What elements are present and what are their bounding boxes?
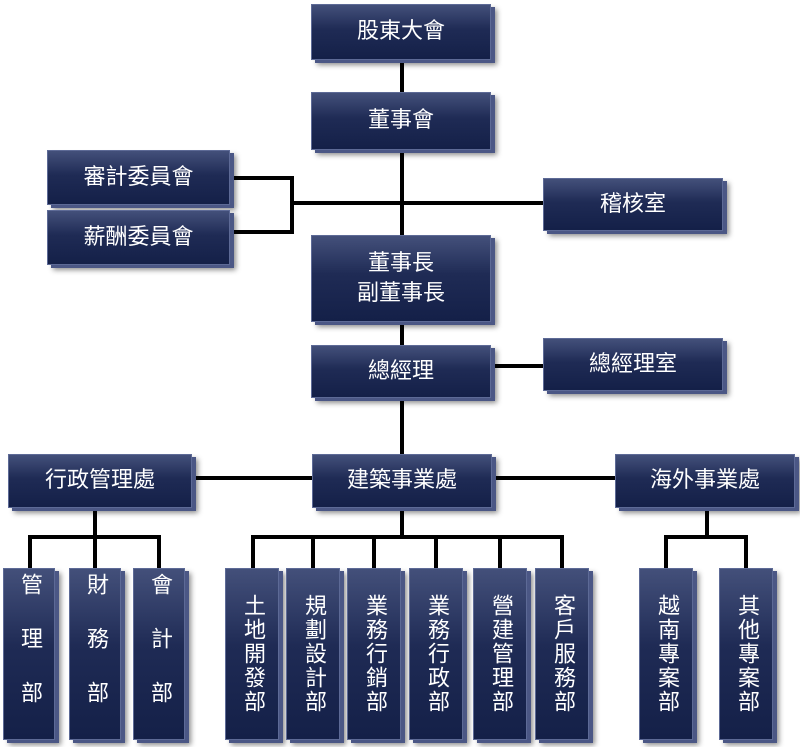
gm-office-label: 總經理室 xyxy=(588,351,677,377)
construction-department-label: 客戶服務部 xyxy=(550,594,575,714)
overseas-department-label: 越南專案部 xyxy=(654,594,679,714)
admin-division-label: 行政管理處 xyxy=(44,468,155,493)
overseas-division-box: 海外事業處 xyxy=(615,454,795,508)
compensation-committee-box: 薪酬委員會 xyxy=(47,210,230,265)
shareholders-meeting-box: 股東大會 xyxy=(311,4,491,60)
admin-department-box: 財務部 xyxy=(69,568,121,740)
overseas-department-box: 其他專案部 xyxy=(719,568,773,740)
admin-department-label: 財務部 xyxy=(83,573,108,735)
vice-chairman-label: 副董事長 xyxy=(356,280,445,306)
construction-department-label: 土地開發部 xyxy=(240,594,265,714)
chairman-label: 董事長 xyxy=(367,250,434,276)
construction-division-label: 建築事業處 xyxy=(346,468,457,493)
overseas-department-box: 越南專案部 xyxy=(639,568,693,740)
construction-department-box: 業務行政部 xyxy=(409,568,463,740)
audit-committee-label: 審計委員會 xyxy=(83,164,194,190)
shareholders-meeting-label: 股東大會 xyxy=(356,19,445,44)
overseas-department-label: 其他專案部 xyxy=(734,594,759,714)
construction-department-label: 營建管理部 xyxy=(488,594,513,714)
construction-department-label: 規劃設計部 xyxy=(301,594,326,714)
construction-department-box: 業務行銷部 xyxy=(347,568,401,740)
construction-department-box: 土地開發部 xyxy=(225,568,279,740)
construction-department-box: 客戶服務部 xyxy=(535,568,589,740)
admin-department-box: 會計部 xyxy=(133,568,185,740)
admin-department-label: 管理部 xyxy=(17,573,42,735)
construction-department-label: 業務行銷部 xyxy=(362,594,387,714)
construction-division-box: 建築事業處 xyxy=(312,454,492,508)
general-manager-label: 總經理 xyxy=(367,358,434,384)
audit-office-box: 稽核室 xyxy=(543,178,723,231)
admin-division-box: 行政管理處 xyxy=(8,454,192,508)
audit-office-label: 稽核室 xyxy=(599,191,666,217)
admin-department-box: 管理部 xyxy=(3,568,55,740)
chairman-box: 董事長 副董事長 xyxy=(311,235,491,322)
construction-department-box: 規劃設計部 xyxy=(286,568,340,740)
admin-department-label: 會計部 xyxy=(147,573,172,735)
audit-committee-box: 審計委員會 xyxy=(47,150,230,205)
overseas-division-label: 海外事業處 xyxy=(649,468,760,493)
general-manager-box: 總經理 xyxy=(311,345,491,398)
gm-office-box: 總經理室 xyxy=(543,338,723,391)
compensation-committee-label: 薪酬委員會 xyxy=(83,224,194,250)
construction-department-label: 業務行政部 xyxy=(424,594,449,714)
board-of-directors-label: 董事會 xyxy=(367,108,434,133)
board-of-directors-box: 董事會 xyxy=(311,92,491,150)
construction-department-box: 營建管理部 xyxy=(473,568,527,740)
